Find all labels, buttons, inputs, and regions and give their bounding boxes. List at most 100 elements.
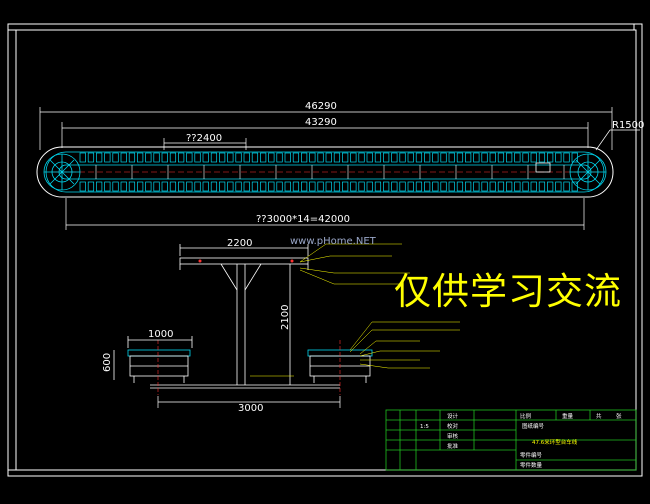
lower-span-dimension [157, 396, 341, 408]
chain-link [391, 152, 398, 163]
chain-link [465, 152, 472, 163]
chain-link [96, 181, 103, 192]
dim-tray-height: 600 [102, 353, 113, 372]
chain-links-bottom [79, 181, 578, 192]
chain-link [538, 181, 546, 192]
chain-link [268, 152, 275, 163]
chain-link [473, 181, 480, 192]
chain-link [194, 152, 201, 163]
chain-link [547, 181, 554, 192]
chain-links-top [79, 152, 578, 163]
beam-fastener [290, 259, 294, 263]
conveyor-top-view [36, 146, 614, 198]
title-block-cell: 审核 [447, 432, 459, 440]
chain-link [415, 152, 423, 163]
chain-link [383, 152, 390, 163]
chain-link [538, 152, 546, 163]
chain-link [276, 181, 283, 192]
title-block-cell: 批准 [447, 442, 459, 450]
drawing-frame [7, 23, 643, 477]
chain-link [383, 181, 390, 192]
chain-link [268, 181, 275, 192]
chain-link [178, 152, 185, 163]
chain-link [301, 181, 308, 192]
chain-link [399, 181, 406, 192]
chain-link [79, 152, 86, 163]
chain-link [424, 152, 431, 163]
title-block-scale: 1:5 [420, 424, 429, 430]
chain-link [333, 181, 341, 192]
chain-link [145, 181, 152, 192]
chain-link [497, 181, 505, 192]
chain-link [128, 152, 136, 163]
annotation-leaders [250, 243, 460, 377]
chain-link [432, 181, 439, 192]
chain-link [145, 152, 152, 163]
chain-link [317, 181, 324, 192]
chain-link [178, 181, 185, 192]
chain-link [301, 152, 308, 163]
chain-link [104, 152, 111, 163]
dim-inner-length: 43290 [305, 117, 337, 128]
support-structure-elevation [150, 244, 340, 389]
chain-link [489, 181, 496, 192]
chain-link [292, 181, 300, 192]
top-dimensions [39, 107, 640, 230]
chain-link [161, 152, 168, 163]
chain-link [186, 181, 193, 192]
chain-link [350, 181, 357, 192]
dim-tray-width: 1000 [148, 329, 173, 340]
chain-link [210, 181, 218, 192]
chain-link [260, 152, 267, 163]
frame-corner-marks [8, 24, 635, 471]
chain-link [219, 181, 226, 192]
chain-link [448, 152, 455, 163]
chain-link [276, 152, 283, 163]
chain-link [169, 152, 177, 163]
chain-link [366, 181, 373, 192]
chain-link [251, 152, 259, 163]
chain-link [530, 152, 537, 163]
chain-link [465, 181, 472, 192]
chain-link [87, 181, 95, 192]
chain-link [202, 181, 209, 192]
dim-car-pitch: ??2400 [186, 133, 222, 144]
dim-column-height: 2100 [280, 305, 291, 330]
chain-link [325, 181, 332, 192]
dim-overall-length: 46290 [305, 101, 337, 112]
chain-link [522, 181, 529, 192]
chain-link [514, 181, 521, 192]
chain-link [407, 181, 414, 192]
chain-link [243, 152, 250, 163]
chain-link [399, 152, 406, 163]
dim-beam-width: 2200 [227, 238, 252, 249]
chain-link [497, 152, 505, 163]
chain-link [284, 152, 291, 163]
chain-link [547, 152, 554, 163]
beam-fastener [198, 259, 202, 263]
chain-link [137, 152, 144, 163]
chain-link [87, 152, 95, 163]
chain-link [530, 181, 537, 192]
dim-total-span: ??3000*14=42000 [256, 214, 350, 225]
chain-link [342, 152, 349, 163]
chain-link [243, 181, 250, 192]
left-tray-car [113, 336, 193, 395]
title-block-cell: 重量 [562, 412, 574, 420]
chain-link [563, 152, 570, 163]
chain-link [260, 181, 267, 192]
study-watermark: 仅供学习交流 [394, 270, 622, 313]
chain-link [374, 181, 382, 192]
chain-link [194, 181, 201, 192]
title-block-cell: 校对 [447, 422, 459, 430]
dim-end-radius: R1500 [612, 120, 644, 131]
right-end-sprocket [569, 153, 607, 191]
chain-link [563, 181, 570, 192]
chain-link [235, 181, 242, 192]
chain-link [161, 181, 168, 192]
chain-link [456, 152, 464, 163]
chain-link [366, 152, 373, 163]
chain-link [169, 181, 177, 192]
chain-link [104, 181, 111, 192]
